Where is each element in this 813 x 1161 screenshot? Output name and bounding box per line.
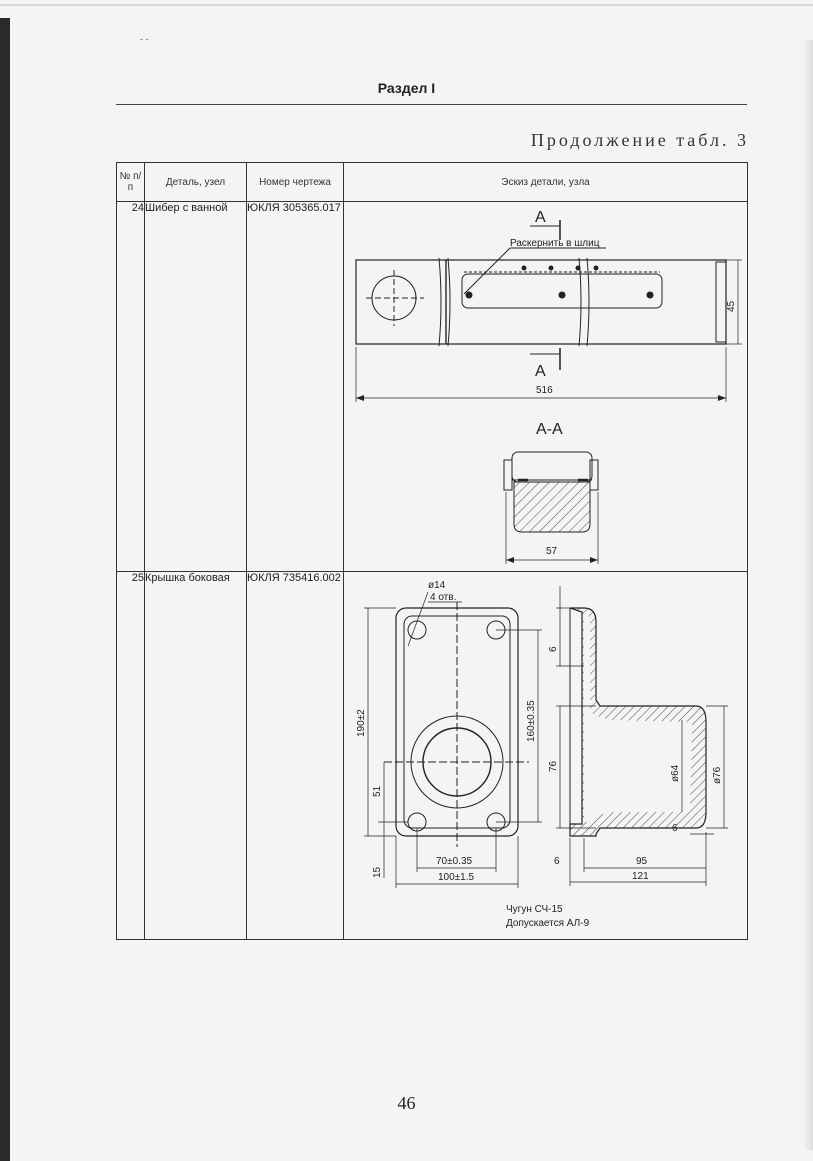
section-title: Раздел I [377, 80, 436, 96]
header-num: № п/п [116, 162, 145, 202]
section-mark-top: А [535, 209, 546, 226]
dim-inner-dia: ø64 [670, 764, 681, 782]
page-top-edge [0, 4, 813, 6]
scan-mark: ‐ ‐ [140, 34, 149, 44]
dim-flange: 6 [554, 856, 560, 867]
table-header-row: № п/п Деталь, узел Номер чертежа Эскиз д… [116, 162, 748, 202]
dim-center-offset: 51 [372, 785, 383, 797]
table-row: 24 Шибер с ванной ЮКЛЯ 305365.017 А Раск… [116, 201, 748, 572]
sketch-cell: ø14 4 отв. [343, 571, 748, 940]
hole-count: 4 отв. [430, 592, 456, 603]
sketch-cell: А Раскернить в шлиц [343, 201, 748, 572]
cover-sketch: ø14 4 отв. [356, 580, 728, 929]
part-name: Шибер с ванной [144, 201, 247, 572]
material-note: Чугун СЧ-15 [506, 904, 563, 915]
dim-hole-spacing-v: 160±0.35 [526, 700, 537, 742]
table-continuation: Продолжение табл. 3 [530, 130, 749, 150]
dim-length: 516 [536, 385, 553, 396]
drawing-number: ЮКЛЯ 305365.017 [246, 201, 344, 572]
section-title: А-А [536, 421, 563, 438]
dim-total-width: 100±1.5 [438, 872, 475, 883]
page-shadow [803, 40, 813, 1150]
header-drawing: Номер чертежа [246, 162, 344, 202]
dim-total-height: 190±2 [356, 709, 367, 737]
section-mark-bottom: А [535, 363, 546, 380]
part-name: Крышка боковая [144, 571, 247, 940]
page-number: 46 [397, 1093, 416, 1113]
damper-sketch: А Раскернить в шлиц [355, 209, 742, 564]
dim-total-depth: 121 [632, 871, 649, 882]
row-number: 24 [116, 201, 145, 572]
note-text: Раскернить в шлиц [510, 238, 600, 249]
dim-boss-length: 95 [636, 856, 648, 867]
header-part: Деталь, узел [144, 162, 247, 202]
parts-table: № п/п Деталь, узел Номер чертежа Эскиз д… [116, 162, 748, 940]
dim-wall: 6 [548, 646, 559, 652]
hole-diameter: ø14 [428, 580, 446, 591]
row-number: 25 [116, 571, 145, 940]
section-view [503, 451, 599, 533]
binding-edge [0, 18, 10, 1161]
header-rule [116, 104, 747, 105]
dim-boss-height: 76 [548, 760, 559, 772]
header-sketch: Эскиз детали, узла [343, 162, 748, 202]
dim-height: 45 [726, 300, 737, 312]
dim-end-wall: 6 [672, 823, 678, 834]
dim-edge-offset: 15 [372, 866, 383, 878]
damper-plate [355, 257, 727, 347]
table-row: 25 Крышка боковая ЮКЛЯ 735416.002 ø14 4 … [116, 571, 748, 940]
drawing-number: ЮКЛЯ 735416.002 [246, 571, 344, 940]
dim-hole-spacing-h: 70±0.35 [436, 856, 473, 867]
material-alt-note: Допускается АЛ-9 [506, 918, 590, 929]
dim-section-width: 57 [546, 546, 558, 557]
cover-front-view [384, 602, 529, 847]
dim-outer-dia: ø76 [712, 766, 723, 784]
cover-section-view [569, 607, 707, 837]
